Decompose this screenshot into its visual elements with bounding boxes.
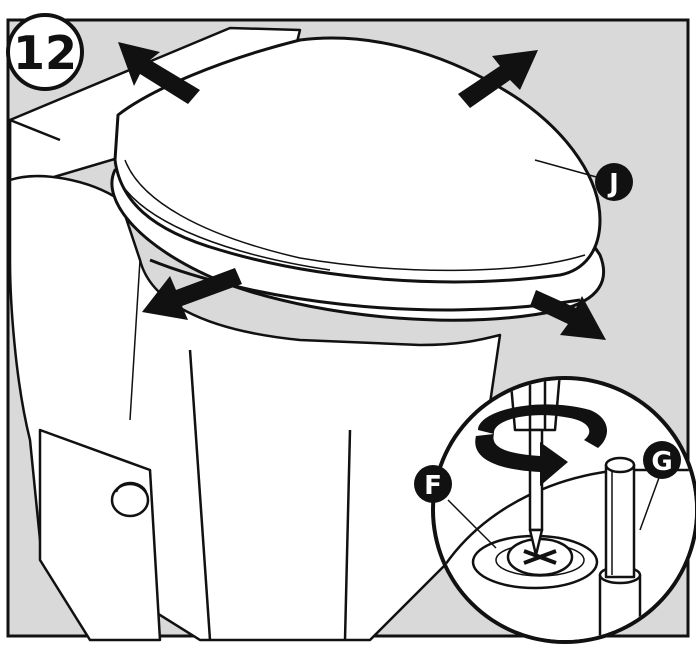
callout-f-letter: F — [424, 471, 442, 501]
callout-g-letter: G — [651, 447, 672, 477]
step-number: 12 — [13, 26, 77, 80]
callout-j-letter: J — [607, 169, 619, 199]
arrow-icon — [530, 290, 606, 340]
callout-j: J — [534, 159, 633, 201]
arrow-icon — [118, 42, 200, 104]
rotation-arrow-icon — [475, 404, 608, 486]
toilet-illustration — [8, 26, 502, 642]
callout-g: G — [639, 441, 681, 531]
motion-arrows — [118, 42, 606, 340]
arrow-icon — [142, 268, 242, 320]
arrow-icon — [458, 50, 538, 108]
callout-f: F — [414, 465, 497, 549]
step-badge: 12 — [6, 13, 84, 91]
